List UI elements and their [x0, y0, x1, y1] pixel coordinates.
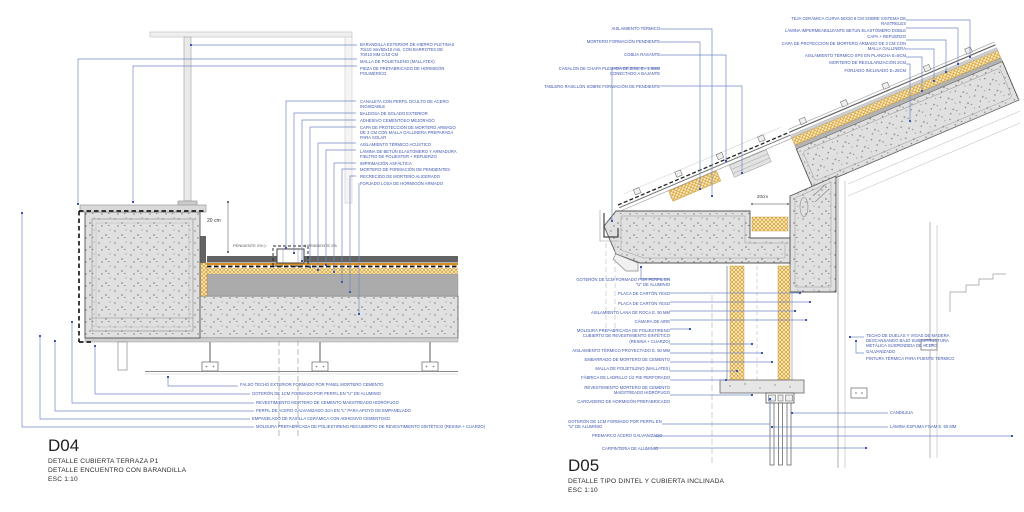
- d04-slope-label-right: ◁ PENDIENTE 2%: [303, 243, 337, 248]
- annotation-item: GOTERÓN DE 1CM FORMADO POR PERFIL EN "U"…: [576, 277, 670, 288]
- d05-left-annotations: AISLAMIENTO TÉRMICO MORTERO FORMACIÓN PEN…: [542, 26, 660, 97]
- d04-drawing: [78, 31, 459, 438]
- d04-bottom-annotation: PERFIL DE ACERO GALVANIZADO 3cm EN "L" P…: [256, 408, 411, 413]
- d04-bottom-annotation: REVESTIMIENTO MORTERO DE CEMENTO MAESTRE…: [256, 400, 399, 405]
- d05-mid-left-annotations: GOTERÓN DE 1CM FORMADO POR PERFIL EN "U"…: [570, 277, 670, 408]
- annotation-item: FORJADO INCLINADO E=25CM: [844, 67, 906, 73]
- d05-right-annotations: TECHO DE DUELAS Y VIGAS DE MADERA DESCAN…: [866, 333, 963, 364]
- d04-title-line1: DETALLE CUBIERTA TERRAZA P1: [48, 458, 159, 465]
- annotation-item: AISLAMIENTO TÉRMICO PROYECTADO E. 50 MM: [572, 347, 670, 353]
- annotation-item: RECRECIDO DE MORTERO ALIGERADO: [360, 174, 440, 180]
- annotation-item: TABLERO RASILLÓN SOBRE FORMACIÓN DE PEND…: [544, 84, 660, 90]
- d05-drawing: [599, 41, 1021, 468]
- annotation-item: PIEZA DE PREFABRICADO DE HORMIGÓN POLIMÉ…: [360, 65, 445, 77]
- annotation-item: MALLA DE POLIETILENO (MALLATEX): [360, 59, 435, 65]
- annotation-item: CAPA DE PROTECCIÓN DE MORTERO ARMADO DE …: [360, 124, 456, 140]
- annotation-item: CANALETA CON PERFIL OCULTO DE ACERO INOX…: [360, 99, 449, 110]
- d05-bottom-annotation: CARPINTERÍA DE ALUMINIO: [602, 446, 659, 451]
- annotation-item: MOLDURA PREFABRICADA DE POLIESTIRENO CUB…: [576, 328, 670, 344]
- d05-right-top-annotations: TEJA CERÁMICA CURVA 50X20 8 CM SOBRE SIS…: [776, 16, 906, 75]
- annotation-item: LÁMINA DE BETÚN ELASTÓMERO Y ARMADURA FI…: [360, 148, 457, 159]
- d05-foam-label: LÁMINA ESPUMA FOAM E. 50 MM: [890, 424, 957, 429]
- d04-slope-label-left: PENDIENTE 2% ▷: [233, 243, 267, 248]
- leader-lines: [20, 19, 1014, 450]
- annotation-item: ADHESIVO CEMENTOSO MEJORADO: [360, 117, 435, 123]
- annotation-item: AISLAMIENTO TÉRMICO XPS EN PLANCHA E=8CM: [805, 53, 906, 59]
- annotation-item: PLACA DE CARTÓN YESO: [618, 291, 670, 297]
- d04-title-line2: DETALLE ENCUENTRO CON BARANDILLA: [48, 467, 187, 474]
- d05-detail-code: D05: [568, 456, 600, 475]
- annotation-item: COBIJA RASANTE: [624, 52, 660, 58]
- d04-bottom-annotation: MOLDURA PREFABRICADA DE POLIESTIRENO REC…: [256, 424, 486, 429]
- d05-scale: ESC 1:10: [568, 487, 598, 494]
- d05-bottom-annotation: GOTERÓN DE 1CM FORMADO POR PERFIL EN "U"…: [568, 419, 662, 430]
- annotation-item: CANALÓN DE CHAPA PLEGADA DE ZINC E= 1.5M…: [558, 65, 660, 76]
- d04-bottom-annotation: FALSO TECHO EXTERIOR FORMADO POR PANEL M…: [240, 382, 384, 387]
- annotation-item: FÁBRICA DE LADRILLO 1/2 PIE PERFORADO: [581, 375, 670, 381]
- annotation-item: MORTERO DE REGULARIZACIÓN 2CM: [829, 60, 906, 66]
- d05-bottom-annotation: PREMARCO ACERO GALVANIZADO: [592, 433, 663, 438]
- annotation-item: MORTERO FORMACIÓN PENDIENTE: [586, 39, 660, 45]
- annotation-item: BARANDILLA EXTERIOR DE HIERRO PLETINAS 7…: [360, 42, 455, 58]
- annotation-item: REVESTIMIENTO MORTERO DE CEMENTO MAESTRE…: [584, 384, 670, 395]
- annotation-item: CAPA DE PROTECCIÓN DE MORTERO ARMADO DE …: [781, 40, 906, 52]
- annotation-item: IMPRIMACIÓN ASFÁLTICA: [360, 160, 412, 166]
- annotation-item: MALLA DE POLIETILENO (MALLATEX): [595, 366, 670, 372]
- d05-candileja-label: CANDILEJA: [890, 410, 914, 415]
- annotation-item: TEJA CERÁMICA CURVA 50X20 8 CM SOBRE SIS…: [791, 16, 906, 27]
- annotation-item: AISLAMIENTO TÉRMICO ACÚSTICO: [360, 141, 432, 147]
- annotation-item: LÁMINA IMPERMEABILIZANTE BETÚN ELASTÓMER…: [785, 28, 906, 39]
- annotation-item: EMBARRADO DE MORTERO DE CEMENTO: [584, 357, 670, 363]
- d04-mid-annotations: CANALETA CON PERFIL OCULTO DE ACERO INOX…: [360, 99, 460, 188]
- d05-title-line1: DETALLE TIPO DINTEL Y CUBIERTA INCLINADA: [568, 478, 725, 485]
- d04-bottom-annotation: GOTERÓN DE 1CM FORMADO POR PERFIL EN "U"…: [252, 391, 381, 396]
- d04-scale: ESC 1:10: [48, 476, 78, 483]
- d05-dimension-label: 20cm: [757, 194, 769, 199]
- annotation-item: PINTURA TÉRMICA PARA PUENTE TÉRMICO: [866, 356, 955, 362]
- d04-detail-code: D04: [48, 436, 80, 455]
- annotation-item: CÁMARA DE AIRE: [634, 319, 670, 325]
- annotation-item: FORJADO LOSA DE HORMIGÓN ARMADO: [360, 180, 444, 186]
- d04-top-annotations: BARANDILLA EXTERIOR DE HIERRO PLETINAS 7…: [360, 42, 455, 78]
- annotation-item: PLACA DE CARTÓN YESO: [618, 300, 670, 306]
- d04-dimension-label: 20 cm: [207, 218, 221, 224]
- annotation-item: BALDOSA DE SOLADO EXTERIOR: [360, 111, 428, 116]
- annotation-item: AISLAMIENTO TÉRMICO: [611, 26, 660, 31]
- d04-bottom-annotation: EMPANELADO DE RASILLA CERÁMICA CON ADHES…: [252, 416, 391, 421]
- annotation-item: TECHO DE DUELAS Y VIGAS DE MADERA DESCAN…: [866, 333, 950, 354]
- annotation-item: CARGADERO DE HORMIGÓN PREFABRICADO: [577, 399, 670, 405]
- annotation-item: AISLAMIENTO LANA DE ROCA E. 50 MM: [590, 309, 670, 315]
- annotation-item: MORTERO DE FORMACIÓN DE PENDIENTES: [360, 167, 450, 173]
